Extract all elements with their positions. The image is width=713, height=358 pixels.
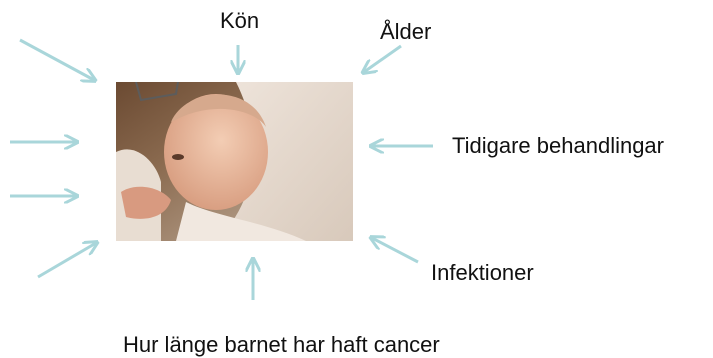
arrow-alder [364,46,401,72]
arrow-top-left [20,40,94,80]
label-alder: Ålder [380,21,431,43]
label-kon: Kön [220,10,259,32]
arrow-infektioner [372,238,418,262]
child-photo [116,82,353,241]
arrow-bottom-left [38,243,96,277]
label-tidigare-behandlingar: Tidigare behandlingar [452,135,664,157]
label-hur-lange: Hur länge barnet har haft cancer [123,334,440,356]
label-infektioner: Infektioner [431,262,534,284]
